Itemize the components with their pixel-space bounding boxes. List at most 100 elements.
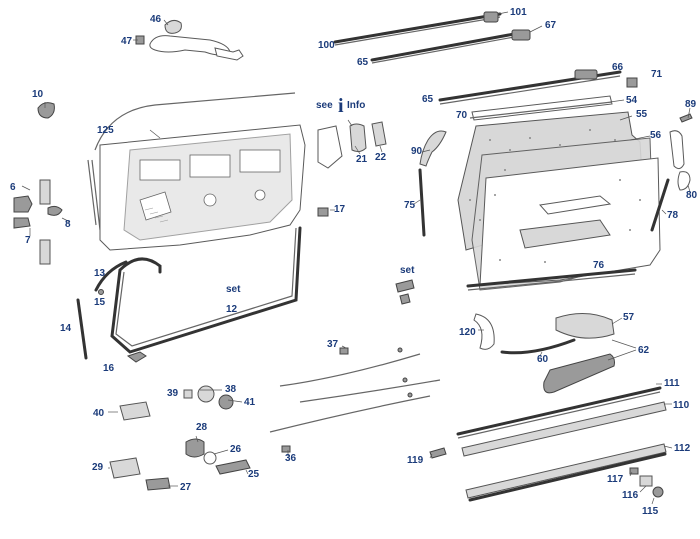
callout-67[interactable]: 67	[545, 20, 557, 31]
part-90-corner-trim[interactable]	[419, 130, 447, 167]
part-71-clip[interactable]	[626, 77, 638, 88]
callout-8[interactable]: 8	[65, 219, 71, 230]
part-66-clip[interactable]	[574, 69, 598, 80]
part-70-trim[interactable]	[469, 101, 613, 119]
part-76-lower-strip[interactable]	[466, 268, 637, 288]
part-65-window-strip[interactable]	[370, 30, 527, 62]
part-57-armrest-top[interactable]	[555, 313, 615, 339]
part-112-sill-strip[interactable]	[465, 443, 667, 499]
callout-62[interactable]: 62	[638, 345, 650, 356]
part-14-strip[interactable]	[76, 298, 88, 360]
callout-21[interactable]: 21	[356, 154, 368, 165]
callout-111[interactable]: 111	[664, 378, 680, 389]
handle-lock-rod[interactable]	[214, 47, 244, 61]
part-21-lock[interactable]	[349, 123, 367, 153]
callout-57[interactable]: 57	[623, 312, 635, 323]
part-6-hinge[interactable]	[13, 195, 33, 213]
callout-6[interactable]: 6	[10, 182, 16, 193]
callout-15[interactable]: 15	[94, 297, 106, 308]
callout-16[interactable]: 16	[103, 363, 115, 374]
part-60-strip[interactable]	[500, 338, 576, 355]
part-22-lock-plate[interactable]	[371, 121, 387, 147]
part-37-fitting[interactable]	[339, 347, 349, 355]
callout-60[interactable]: 60	[537, 354, 549, 365]
armrest-pocket[interactable]	[519, 219, 611, 249]
part-28-housing[interactable]	[185, 438, 205, 458]
screw-set-item[interactable]	[395, 279, 415, 305]
callout-28[interactable]: 28	[196, 422, 208, 433]
part-110-sill-strip[interactable]	[461, 401, 667, 457]
door-trim-panel[interactable]	[479, 157, 661, 286]
part-7-hinge[interactable]	[13, 217, 31, 229]
callout-117[interactable]: 117	[607, 474, 624, 485]
part-125-outer-strip[interactable]	[87, 92, 296, 231]
callout-13[interactable]: 13	[94, 268, 106, 279]
callout-17[interactable]: 17	[334, 204, 346, 215]
latch-mechanism[interactable]	[317, 125, 343, 169]
part-13-strip[interactable]	[94, 260, 128, 292]
callout-41[interactable]: 41	[244, 397, 256, 408]
part-117-clip[interactable]	[629, 467, 639, 475]
callout-55[interactable]: 55	[636, 109, 648, 120]
callout-54[interactable]: 54	[626, 95, 638, 106]
hinge-lower-plate[interactable]	[39, 239, 51, 265]
part-41-knob[interactable]	[218, 394, 234, 410]
part-120-cover[interactable]	[473, 313, 495, 350]
part-78-door-strip[interactable]	[650, 178, 670, 232]
part-26-ring[interactable]	[203, 451, 217, 465]
part-62-armrest[interactable]	[543, 353, 615, 394]
callout-46[interactable]: 46	[150, 14, 162, 25]
callout-40[interactable]: 40	[93, 408, 105, 419]
callout-100[interactable]: 100	[318, 40, 335, 51]
callout-26[interactable]: 26	[230, 444, 242, 455]
part-115-plug[interactable]	[652, 486, 664, 498]
callout-47[interactable]: 47	[121, 36, 133, 47]
callout-65-inner[interactable]: 65	[422, 94, 434, 105]
part-15-clip[interactable]	[98, 289, 104, 295]
control-rod-2[interactable]	[299, 379, 441, 403]
info-icon[interactable]: i	[338, 95, 344, 117]
callout-38[interactable]: 38	[225, 384, 237, 395]
callout-12[interactable]: 12	[226, 304, 238, 315]
callout-56[interactable]: 56	[650, 130, 662, 141]
callout-115[interactable]: 115	[642, 506, 659, 517]
callout-70[interactable]: 70	[456, 110, 468, 121]
sill-bottom-strip[interactable]	[468, 452, 667, 502]
door-check-bracket[interactable]	[669, 130, 685, 170]
callout-36[interactable]: 36	[285, 453, 297, 464]
callout-10[interactable]: 10	[32, 89, 44, 100]
callout-7[interactable]: 7	[25, 235, 31, 246]
part-10-mirror[interactable]	[37, 102, 55, 119]
part-75-vertical-strip[interactable]	[418, 168, 426, 237]
callout-71[interactable]: 71	[651, 69, 663, 80]
callout-29[interactable]: 29	[92, 462, 104, 473]
door-pull-handle[interactable]	[539, 195, 612, 215]
callout-39[interactable]: 39	[167, 388, 179, 399]
callout-119[interactable]: 119	[407, 455, 424, 466]
part-36-clip[interactable]	[281, 445, 291, 453]
part-67-clip[interactable]	[511, 29, 531, 41]
part-25-lever[interactable]	[215, 459, 251, 475]
see-info-marker[interactable]: see i Info	[316, 95, 365, 117]
part-17-block[interactable]	[317, 207, 329, 217]
part-116-clip[interactable]	[639, 475, 653, 487]
part-46-handle-bezel[interactable]	[164, 19, 182, 34]
part-89-screw[interactable]	[679, 113, 693, 123]
part-8-spring[interactable]	[47, 205, 63, 216]
callout-80[interactable]: 80	[686, 190, 698, 201]
control-rod-1[interactable]	[279, 353, 421, 387]
callout-120[interactable]: 120	[459, 327, 476, 338]
callout-101[interactable]: 101	[510, 7, 527, 18]
part-101-clip[interactable]	[483, 11, 499, 23]
callout-110[interactable]: 110	[673, 400, 690, 411]
part-40-handle[interactable]	[119, 401, 151, 421]
part-27-cap[interactable]	[145, 477, 171, 491]
part-16-plug[interactable]	[126, 351, 147, 363]
callout-78[interactable]: 78	[667, 210, 679, 221]
callout-65-top[interactable]: 65	[357, 57, 369, 68]
callout-116[interactable]: 116	[622, 490, 639, 501]
part-80-clip[interactable]	[677, 171, 691, 191]
part-39-cap[interactable]	[183, 389, 193, 399]
part-29-panel[interactable]	[109, 457, 141, 479]
part-119-screw[interactable]	[429, 447, 447, 459]
